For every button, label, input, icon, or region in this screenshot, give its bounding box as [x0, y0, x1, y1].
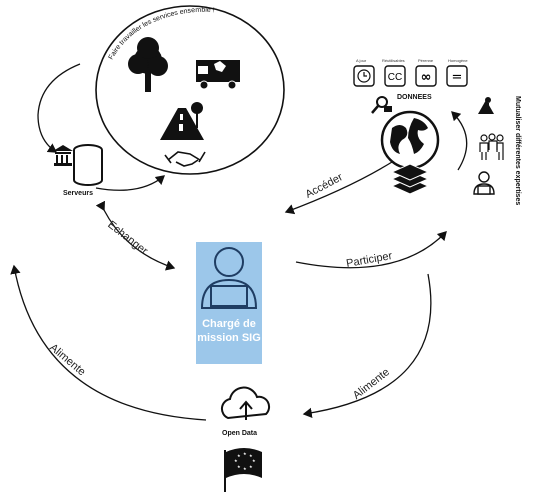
- data-tag-label: Réutilisables: [382, 58, 405, 63]
- svg-text:★: ★: [237, 464, 241, 469]
- data-tag-symbol-infinity: ∞: [421, 70, 432, 85]
- donnees-label: DONNEES: [397, 94, 432, 101]
- arrow-participer: [295, 231, 447, 269]
- svg-text:★: ★: [249, 464, 253, 469]
- svg-text:★: ★: [243, 451, 247, 456]
- tree-icon: [128, 37, 168, 92]
- arrow-servers-to-ellipse: [95, 175, 165, 191]
- services-ellipse: [95, 5, 285, 175]
- arrow-ellipse-to-servers: [37, 63, 81, 153]
- group-icon: [479, 133, 504, 160]
- arrow-alimente-left: [10, 264, 207, 421]
- center-title: Chargé de mission SIG: [197, 318, 261, 344]
- svg-text:★: ★: [249, 453, 253, 458]
- arrow-echanger: [95, 200, 176, 271]
- svg-text:★: ★: [237, 453, 241, 458]
- arrow-data-loop: [451, 111, 468, 171]
- data-tag-label: Homogène: [448, 58, 468, 63]
- road-icon: [160, 102, 204, 140]
- center-highlight: [196, 242, 262, 364]
- hiker-icon: [478, 97, 494, 114]
- data-tag-symbol-cc: CC: [388, 72, 402, 83]
- services-banner: Faire travailler les services ensemble !: [108, 7, 215, 61]
- cloud-upload-icon: [220, 386, 271, 420]
- servers-label: Serveurs: [63, 190, 93, 197]
- data-tag-label: Pérenne: [418, 58, 434, 63]
- svg-text:★: ★: [252, 458, 256, 463]
- database-icon: [73, 144, 103, 186]
- svg-text:★: ★: [234, 458, 238, 463]
- arrow-acceder: [284, 161, 393, 215]
- reader-icon: [473, 171, 495, 195]
- arrow-alimente-right: [302, 273, 432, 418]
- data-tag-label: A jour: [356, 58, 367, 63]
- clock-icon: [357, 69, 371, 83]
- eu-flag-icon: ★ ★ ★ ★ ★ ★ ★ ★: [224, 448, 262, 492]
- person-laptop-icon: [200, 247, 258, 309]
- data-tag-boxes: [353, 65, 468, 87]
- expertise-label: Mutualiser différentes expertises: [514, 96, 521, 206]
- data-tag-symbol-equal: =: [452, 70, 463, 85]
- handshake-icon: [164, 151, 206, 167]
- open-data-label: Open Data: [222, 430, 258, 437]
- bank-icon: [53, 145, 73, 166]
- magnifier-icon: [371, 96, 392, 114]
- garbage-truck-icon: [196, 60, 240, 90]
- svg-text:★: ★: [243, 466, 247, 471]
- layers-icon: [390, 163, 430, 195]
- globe-icon: [380, 110, 440, 170]
